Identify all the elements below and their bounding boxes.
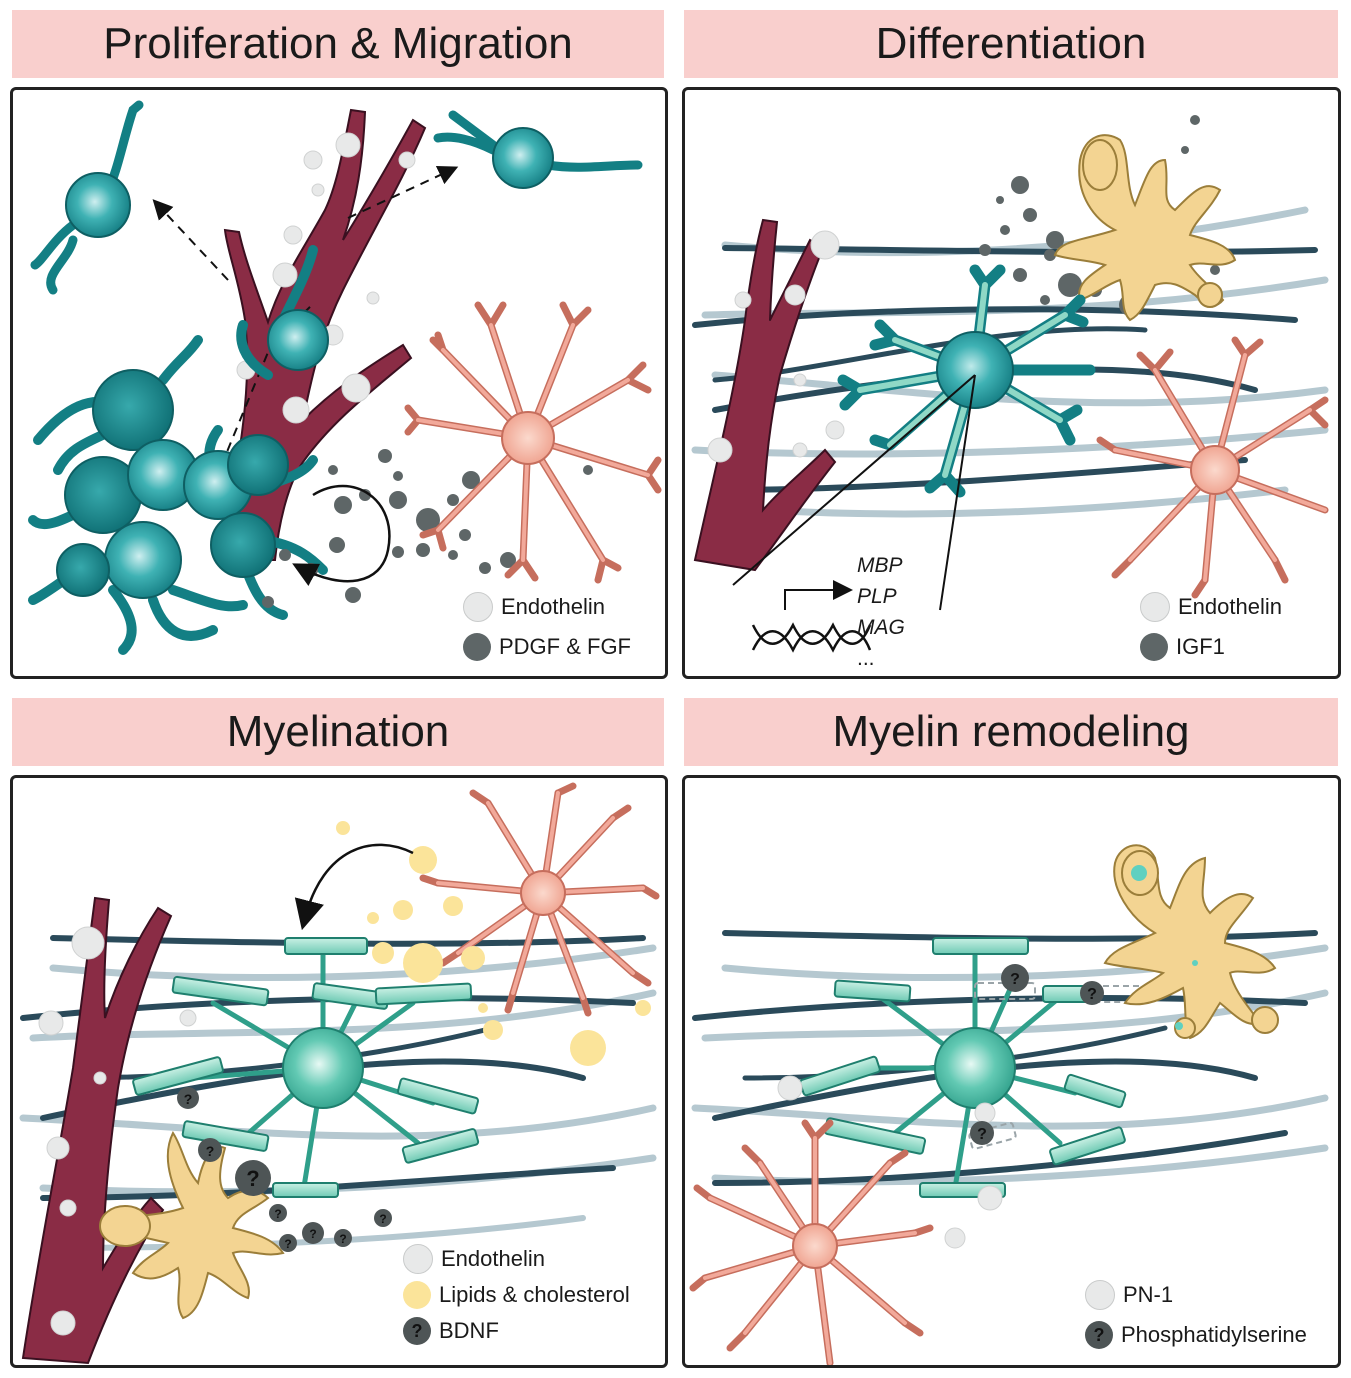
- retracted-myelin-outlines: [968, 982, 1146, 1150]
- gene-plp: PLP: [857, 585, 897, 608]
- astrocyte-body: [520, 870, 566, 916]
- endothelin-particles: [38, 926, 197, 1336]
- legend-label: Endothelin: [441, 1246, 545, 1271]
- phosphatidylserine-particles: [970, 964, 1104, 1145]
- legend-myelination: Endothelin Lipids & cholesterol ? BDNF: [403, 1241, 630, 1349]
- question-mark: ?: [379, 1212, 386, 1226]
- panel-myelination: ? ? ? ? ? ? ? ? Endothelin Lipids & chol…: [10, 775, 668, 1368]
- legend-item-phosphatidylserine: ? Phosphatidylserine: [1085, 1315, 1307, 1355]
- autocrine-loop-arrow: [292, 484, 391, 587]
- endothelin-dot-icon: [463, 592, 493, 622]
- phosphatidylserine-question-marks: ? ? ?: [977, 971, 1097, 1143]
- legend-item-pdgf-fgf: PDGF & FGF: [463, 627, 631, 667]
- panel-differentiation: MBP PLP MAG ... Endothelin IGF1: [682, 87, 1341, 679]
- differentiation-illustration: [691, 115, 1329, 653]
- dna-icon: [751, 622, 872, 653]
- astrocyte-body: [792, 1223, 838, 1269]
- legend-item-lipids: Lipids & cholesterol: [403, 1277, 630, 1313]
- legend-item-endothelin: Endothelin: [1140, 587, 1282, 627]
- oligodendrocyte-body: [282, 1027, 364, 1109]
- question-mark: ?: [206, 1143, 215, 1159]
- question-mark: ?: [184, 1091, 193, 1107]
- lipid-dot-icon: [403, 1281, 431, 1309]
- pdgf-fgf-particles: [262, 449, 593, 608]
- legend-label: Lipids & cholesterol: [439, 1282, 630, 1307]
- question-mark: ?: [274, 1207, 281, 1221]
- legend-label: PDGF & FGF: [499, 634, 631, 659]
- phagocytosed-myelin: [1131, 865, 1198, 1030]
- lipid-particles: [336, 821, 651, 1066]
- lipid-transfer-arrow: [294, 843, 414, 931]
- phosphatidylserine-question-dot-icon: ?: [1085, 1321, 1113, 1349]
- nucleus-callout-lines: [732, 374, 976, 611]
- astrocyte-body: [501, 411, 555, 465]
- oligodendrocyte-body: [934, 1027, 1016, 1109]
- legend-item-igf1: IGF1: [1140, 627, 1282, 667]
- migrating-opc-left: [30, 100, 144, 295]
- pn1-particles: [777, 1075, 1003, 1249]
- panel-proliferation: Endothelin PDGF & FGF: [10, 87, 668, 679]
- legend-label: PN-1: [1123, 1282, 1174, 1307]
- myelin-sheaths: [132, 937, 480, 1198]
- legend-label: BDNF: [439, 1318, 499, 1343]
- astrocyte-body: [1190, 445, 1240, 495]
- proliferation-illustration: [28, 100, 662, 655]
- legend-item-pn1: PN-1: [1085, 1275, 1307, 1315]
- legend-item-endothelin: Endothelin: [403, 1241, 630, 1277]
- gene-mbp: MBP: [857, 554, 903, 577]
- legend-item-endothelin: Endothelin: [463, 587, 631, 627]
- bdnf-question-dot-icon: ?: [403, 1317, 431, 1345]
- microglia: [1103, 844, 1279, 1040]
- question-mark: ?: [977, 1126, 987, 1143]
- endothelin-particles: [707, 230, 845, 463]
- igf1-dot-icon: [1140, 633, 1168, 661]
- gene-list: MBP PLP MAG ...: [857, 550, 905, 674]
- question-mark: ?: [1087, 986, 1097, 1003]
- panel-remodeling: ? ? ? PN-1 ? Phosphatidylserine: [682, 775, 1341, 1368]
- migrating-opc-right: [433, 110, 643, 189]
- legend-label: Endothelin: [501, 594, 605, 619]
- question-mark: ?: [1010, 971, 1020, 988]
- opc-cluster: [56, 309, 329, 599]
- myelination-illustration: ? ? ? ? ? ? ? ?: [19, 782, 660, 1365]
- question-mark: ?: [246, 1166, 259, 1191]
- transcription-arrow: [784, 580, 853, 610]
- panel-title-remodeling: Myelin remodeling: [684, 698, 1338, 766]
- legend-remodeling: PN-1 ? Phosphatidylserine: [1085, 1275, 1307, 1355]
- panel-title-differentiation: Differentiation: [684, 10, 1338, 78]
- endothelin-dot-icon: [1140, 592, 1170, 622]
- question-mark: ?: [284, 1237, 291, 1251]
- opc-body: [936, 331, 1014, 409]
- legend-differentiation: Endothelin IGF1: [1140, 587, 1282, 667]
- bdnf-particles: [177, 1087, 392, 1252]
- endothelin-dot-icon: [403, 1244, 433, 1274]
- legend-label: Phosphatidylserine: [1121, 1322, 1307, 1347]
- question-mark: ?: [309, 1227, 316, 1241]
- gene-ellipsis: ...: [857, 647, 875, 670]
- legend-proliferation: Endothelin PDGF & FGF: [463, 587, 631, 667]
- growth-factor-dot-icon: [463, 633, 491, 661]
- pn1-dot-icon: [1085, 1280, 1115, 1310]
- remodeling-illustration: ? ? ?: [689, 844, 1329, 1365]
- legend-label: IGF1: [1176, 634, 1225, 659]
- legend-item-bdnf: ? BDNF: [403, 1313, 630, 1349]
- legend-label: Endothelin: [1178, 594, 1282, 619]
- gene-mag: MAG: [857, 616, 905, 639]
- panel-title-myelination: Myelination: [12, 698, 664, 766]
- bdnf-question-marks: ? ? ? ? ? ? ? ?: [184, 1091, 387, 1251]
- question-mark: ?: [339, 1232, 346, 1246]
- panel-title-proliferation: Proliferation & Migration: [12, 10, 664, 78]
- blood-vessel: [21, 896, 173, 1365]
